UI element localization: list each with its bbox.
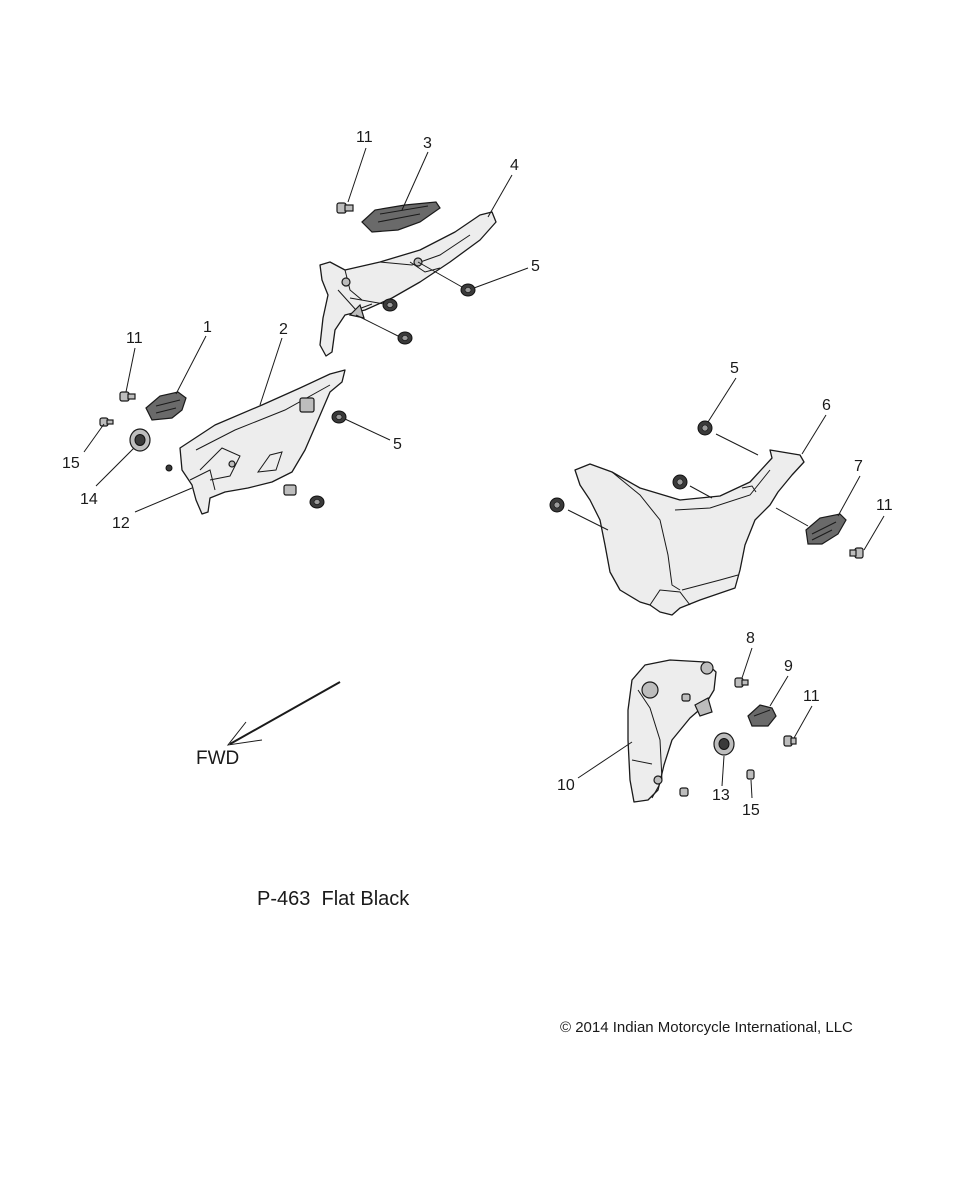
part-5-nut-left-b (309, 495, 325, 509)
part-4-upper-cover (319, 211, 497, 357)
part-13-grommet (713, 732, 735, 756)
part-15-screw-lower (746, 769, 755, 780)
part-5-nut-top-b (382, 298, 398, 312)
part-5-nut-right-c (549, 497, 565, 513)
part-15-screw-left (99, 417, 114, 427)
part-1-cap (145, 391, 187, 421)
callout-14: 14 (80, 491, 98, 508)
part-5-nut-top-c (397, 331, 413, 345)
part-5-nut-top-a (460, 283, 476, 297)
callout-1: 1 (203, 319, 212, 336)
forward-arrow-icon (229, 681, 341, 745)
part-11-screw-right (849, 547, 864, 559)
callout-5: 5 (531, 258, 540, 275)
callout-10: 10 (557, 777, 575, 794)
part-5-nut-right-a (697, 420, 713, 436)
part-11-screw-top (336, 202, 354, 214)
part-8-screw (734, 677, 749, 688)
callout-3: 3 (423, 135, 432, 152)
callout-2: 2 (279, 321, 288, 338)
right-side-cover-assembly (549, 420, 864, 616)
part-14-grommet (129, 428, 151, 452)
callout-7: 7 (854, 458, 863, 475)
copyright-notice: © 2014 Indian Motorcycle International, … (560, 1019, 853, 1036)
callout-4: 4 (510, 157, 519, 174)
part-10-lower-cover (627, 659, 717, 803)
fwd-label: FWD (196, 748, 239, 769)
part-2-left-side-cover (179, 369, 346, 515)
lower-cover-assembly (627, 659, 797, 803)
left-side-cover-assembly (99, 369, 347, 515)
callout-6: 6 (822, 397, 831, 414)
callout-9: 9 (784, 658, 793, 675)
forward-direction-indicator: FWD (196, 681, 341, 769)
callout-labels: 11 3 4 5 1 2 11 15 14 12 5 5 6 7 11 8 9 … (62, 129, 893, 819)
callout-11: 11 (126, 330, 143, 347)
callout-5: 5 (730, 360, 739, 377)
part-5-nut-left-a (331, 410, 347, 424)
upper-cover-assembly (319, 201, 497, 357)
leader-lines (83, 147, 885, 799)
part-11-screw-lower (783, 735, 797, 747)
callout-5: 5 (393, 436, 402, 453)
part-spec-label: P-463 Flat Black (257, 888, 410, 910)
callout-8: 8 (746, 630, 755, 647)
callout-11: 11 (803, 688, 820, 705)
lower-cover-screw (679, 787, 689, 797)
part-3-cap (361, 201, 441, 233)
part-11-screw-left (119, 391, 136, 402)
part-6-right-side-cover (574, 449, 805, 616)
callout-13: 13 (712, 787, 730, 804)
callout-11: 11 (876, 497, 893, 514)
callout-12: 12 (112, 515, 130, 532)
callout-15: 15 (62, 455, 80, 472)
part-5-nut-right-b (672, 474, 688, 490)
callout-11: 11 (356, 129, 373, 146)
part-7-cap (805, 513, 847, 545)
callout-15: 15 (742, 802, 760, 819)
part-9-cap (747, 704, 777, 727)
